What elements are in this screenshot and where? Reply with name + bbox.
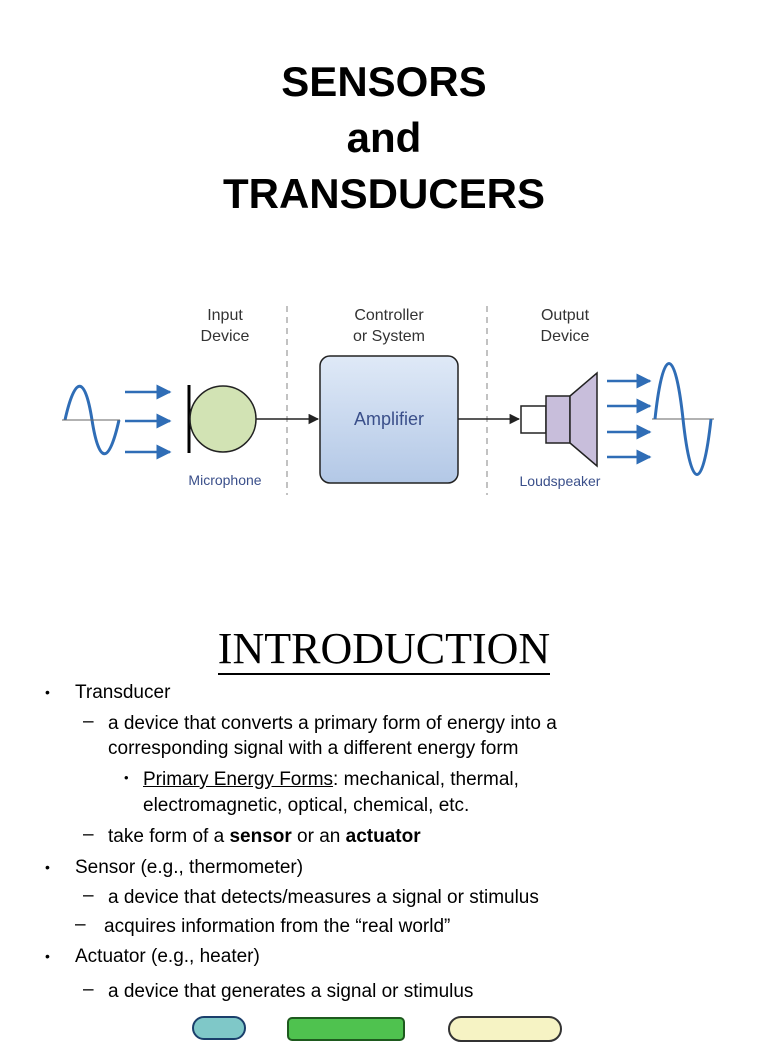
section-heading-text: INTRODUCTION	[217, 624, 551, 675]
loudspeaker-magnet	[520, 405, 547, 434]
dash-icon: –	[83, 979, 94, 1000]
sensor-term: sensor	[229, 826, 292, 847]
dash-icon: –	[83, 824, 94, 845]
microphone-icon	[189, 385, 257, 453]
sensor-definition: a device that detects/measures a signal …	[108, 887, 539, 908]
title-line-3: TRANSDUCERS	[222, 170, 545, 217]
bullet-icon: •	[45, 684, 50, 700]
microphone-label: Microphone	[188, 472, 261, 488]
output-device-header-1: Output	[541, 307, 590, 324]
title-line-1: SENSORS	[281, 58, 487, 105]
actuator-term: actuator	[345, 826, 421, 847]
loudspeaker-label: Loudspeaker	[520, 473, 601, 489]
green-block	[287, 1017, 405, 1041]
yellow-block	[448, 1016, 562, 1042]
loudspeaker-cone-icon	[569, 371, 598, 468]
output-wave-icon	[653, 362, 713, 476]
input-device-header-1: Input	[207, 307, 243, 324]
cloud-shape	[192, 1016, 246, 1040]
controller-header-2: or System	[353, 328, 425, 345]
bullet-icon: •	[45, 948, 50, 964]
sensor-info: acquires information from the “real worl…	[104, 916, 451, 937]
actuator-definition: a device that generates a signal or stim…	[108, 981, 474, 1002]
take-form-line: take form of a sensor or an actuator	[108, 825, 421, 849]
bullet-transducer: Transducer	[75, 682, 171, 703]
transducer-diagram: Input Device Controller or System Output…	[62, 306, 714, 495]
bullet-sensor: Sensor (e.g., thermometer)	[75, 857, 304, 878]
transducer-definition-line-2: corresponding signal with a different en…	[108, 738, 519, 759]
section-heading: INTRODUCTION	[0, 622, 768, 676]
sub-bullet-icon: •	[124, 770, 129, 785]
bullet-actuator: Actuator (e.g., heater)	[75, 946, 260, 967]
energy-forms-text: : mechanical, thermal,	[333, 769, 519, 790]
dash-icon: –	[75, 914, 86, 935]
input-device-header-2: Device	[201, 328, 250, 345]
energy-forms-line-2: electromagnetic, optical, chemical, etc.	[143, 795, 470, 816]
output-device-header-2: Device	[541, 328, 590, 345]
energy-forms-label: Primary Energy Forms	[143, 769, 334, 790]
take-form-text: take form of a	[108, 826, 230, 847]
title-line-2: and	[346, 114, 422, 161]
dash-icon: –	[83, 711, 94, 732]
dash-icon: –	[83, 885, 94, 906]
controller-header-1: Controller	[354, 307, 424, 324]
loudspeaker-body	[545, 395, 571, 444]
take-form-mid: or an	[291, 826, 346, 847]
transducer-definition-line-1: a device that converts a primary form of…	[108, 713, 557, 734]
amplifier-label: Amplifier	[354, 409, 424, 429]
energy-forms-line-1: Primary Energy Forms: mechanical, therma…	[143, 768, 519, 792]
bullet-icon: •	[45, 859, 50, 875]
